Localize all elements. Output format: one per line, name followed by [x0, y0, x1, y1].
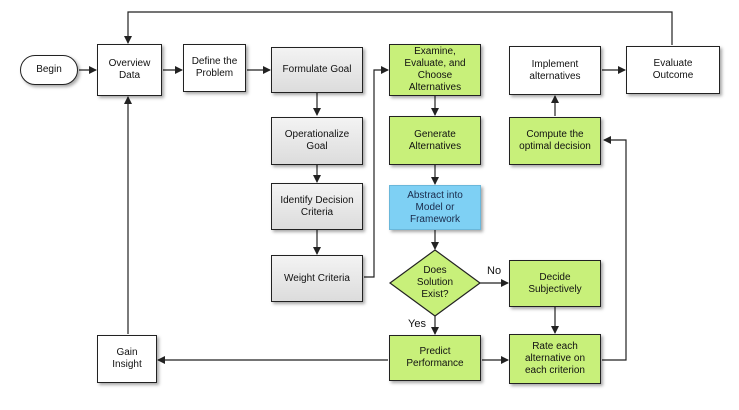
identify-criteria-node: Identify Decision Criteria	[271, 183, 363, 230]
operationalize-goal-node: Operationalize Goal	[271, 117, 363, 165]
begin-node: Begin	[20, 55, 78, 85]
weight-criteria-node: Weight Criteria	[271, 255, 363, 302]
overview-data-node: Overview Data	[97, 44, 162, 96]
yes-label: Yes	[408, 318, 426, 330]
examine-alternatives-node: Examine, Evaluate, and Choose Alternativ…	[389, 44, 481, 96]
solution-diamond	[388, 249, 482, 317]
edge-evaluate-overview	[124, 11, 673, 45]
compute-optimal-node: Compute the optimal decision	[509, 117, 601, 165]
generate-alternatives-node: Generate Alternatives	[389, 116, 481, 165]
predict-performance-node: Predict Performance	[389, 335, 481, 381]
define-problem-node: Define the Problem	[183, 44, 246, 92]
no-label: No	[487, 265, 502, 277]
abstract-model-node: Abstract into Model or Framework	[389, 185, 481, 230]
decide-subjectively-node: Decide Subjectively	[509, 260, 601, 307]
gain-insight-node: Gain Insight	[97, 335, 157, 383]
implement-alternatives-node: Implement alternatives	[509, 46, 601, 95]
edge-rate-compute	[602, 136, 627, 361]
solution-exists-label: Does Solution Exist?	[416, 265, 454, 300]
formulate-goal-node: Formulate Goal	[271, 47, 363, 93]
rate-alternatives-node: Rate each alternative on each criterion	[509, 334, 601, 384]
evaluate-outcome-node: Evaluate Outcome	[626, 46, 720, 94]
edge-weight-examine	[364, 66, 389, 278]
